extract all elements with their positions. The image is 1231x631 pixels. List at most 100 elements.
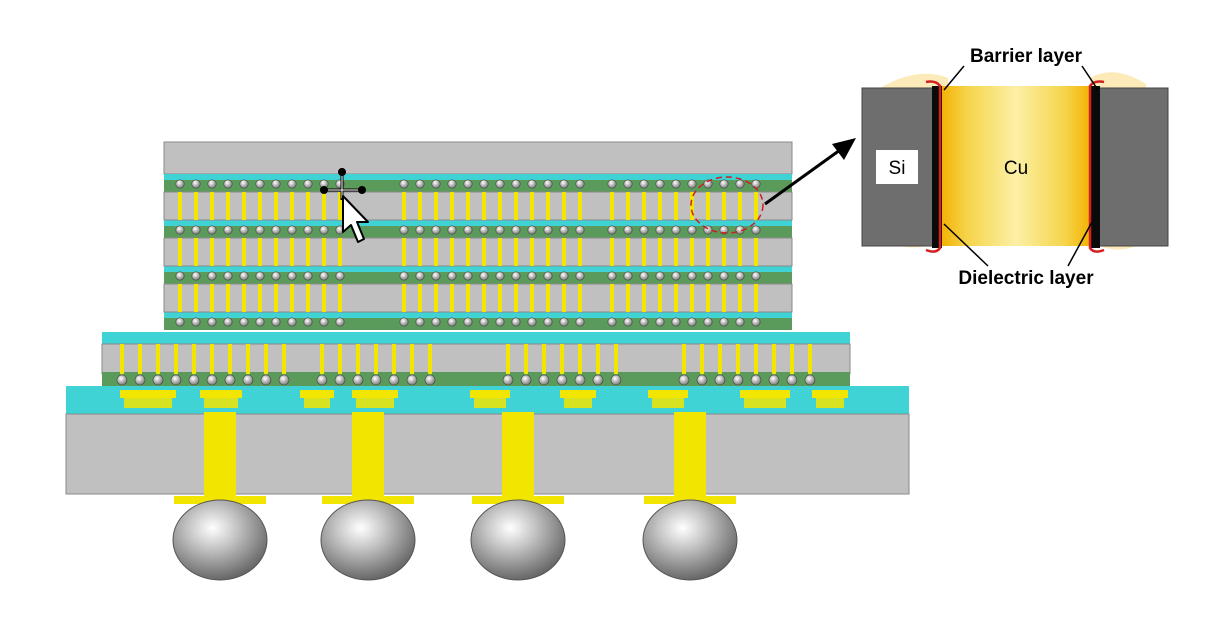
tsv <box>498 238 502 266</box>
microbump <box>399 317 409 327</box>
microbump <box>671 271 681 281</box>
substrate-pad <box>812 390 848 398</box>
tsv <box>274 192 278 220</box>
tsv <box>434 192 438 220</box>
tsv <box>578 238 582 266</box>
microbump <box>804 374 816 386</box>
tsv <box>578 344 582 374</box>
microbump <box>520 374 532 386</box>
microbump <box>175 179 185 189</box>
microbump <box>559 317 569 327</box>
tsv <box>498 192 502 220</box>
microbump <box>575 179 585 189</box>
tsv <box>322 284 326 312</box>
tsv <box>356 344 360 374</box>
tsv <box>306 284 310 312</box>
microbump <box>575 225 585 235</box>
tsv <box>578 192 582 220</box>
microbump <box>191 317 201 327</box>
microbump <box>239 317 249 327</box>
microbump <box>278 374 290 386</box>
tsv <box>242 238 246 266</box>
microbump <box>543 317 553 327</box>
microbump <box>287 317 297 327</box>
tsv <box>338 192 342 220</box>
microbump <box>255 225 265 235</box>
tsv <box>274 238 278 266</box>
substrate-pad-stem <box>744 398 786 408</box>
tsv <box>614 344 618 374</box>
microbump <box>207 271 217 281</box>
microbump <box>287 225 297 235</box>
tsv <box>418 238 422 266</box>
tsv <box>506 344 510 374</box>
substrate-pad-stem <box>816 398 844 408</box>
tsv <box>642 238 646 266</box>
tsv <box>306 238 310 266</box>
tsv <box>530 192 534 220</box>
microbump <box>786 374 798 386</box>
tsv <box>178 284 182 312</box>
microbump <box>671 317 681 327</box>
move-crosshair-icon <box>320 168 366 200</box>
microbump <box>655 225 665 235</box>
tsv <box>194 238 198 266</box>
microbump <box>271 271 281 281</box>
dielectric-band <box>164 266 792 272</box>
cu-label: Cu <box>1004 158 1028 179</box>
microbump <box>678 374 690 386</box>
tsv <box>374 344 378 374</box>
microbump <box>388 374 400 386</box>
tsv <box>174 344 178 374</box>
microbump <box>703 271 713 281</box>
microbump <box>607 317 617 327</box>
substrate-pad-stem <box>304 398 330 408</box>
microbump <box>479 225 489 235</box>
microbump <box>502 374 514 386</box>
microbump <box>511 225 521 235</box>
tsv <box>674 284 678 312</box>
microbump <box>255 317 265 327</box>
microbump <box>287 271 297 281</box>
tsv <box>258 192 262 220</box>
tsv <box>306 192 310 220</box>
microbump <box>239 225 249 235</box>
tsv <box>626 238 630 266</box>
microbump <box>559 271 569 281</box>
tsv <box>690 192 694 220</box>
tsv <box>482 284 486 312</box>
tsv <box>642 192 646 220</box>
microbump <box>170 374 182 386</box>
tsv <box>320 344 324 374</box>
microbump <box>655 317 665 327</box>
microbump <box>574 374 586 386</box>
microbump <box>575 271 585 281</box>
microbump <box>191 179 201 189</box>
substrate-pad-stem <box>204 398 238 408</box>
microbump <box>719 179 729 189</box>
si-label: Si <box>889 158 906 179</box>
tsv <box>242 284 246 312</box>
microbump <box>527 179 537 189</box>
microbump <box>639 271 649 281</box>
tsv-highlight-circle <box>690 176 764 234</box>
microbump <box>175 317 185 327</box>
microbump <box>319 271 329 281</box>
tsv <box>410 344 414 374</box>
microbump <box>406 374 418 386</box>
microbump <box>447 179 457 189</box>
substrate-via <box>352 412 384 498</box>
tsv <box>542 344 546 374</box>
microbump <box>303 271 313 281</box>
microbump <box>239 271 249 281</box>
microbump <box>271 317 281 327</box>
solder-ball <box>642 499 738 581</box>
tsv <box>290 192 294 220</box>
solder-ball <box>470 499 566 581</box>
microbump <box>223 271 233 281</box>
microbump <box>750 374 762 386</box>
microbump <box>687 271 697 281</box>
microbump <box>152 374 164 386</box>
microbump <box>239 179 249 189</box>
